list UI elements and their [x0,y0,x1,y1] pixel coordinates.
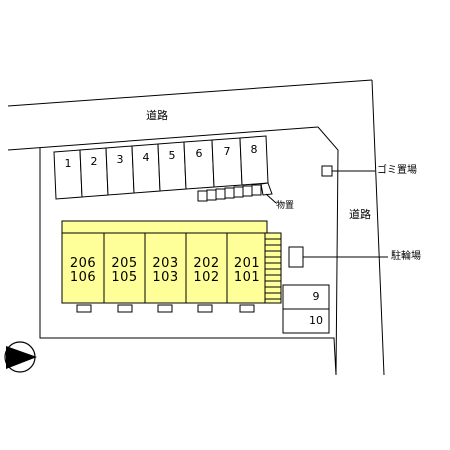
balcony [117,304,133,313]
storage-box [242,185,253,197]
parking-number: 5 [168,149,176,162]
balcony [76,304,92,313]
storage-label: 物置 [276,201,295,211]
storage-box [215,188,226,200]
road-right-label: 道路 [349,208,371,221]
storage-box [251,184,262,196]
parking-number: 2 [90,155,98,168]
parking-number: 8 [250,143,258,156]
garbage-label: ゴミ置場 [377,165,417,176]
unit-lower-number: 103 [152,269,179,285]
bicycle-area-box [288,246,304,268]
north-arrow-icon [4,341,37,373]
unit-upper-number: 203 [152,256,179,271]
side-parking-number: 10 [309,314,323,327]
unit-block [185,232,228,304]
unit-upper-number: 206 [69,256,97,271]
storage-box [224,187,235,199]
unit-lower-number: 101 [233,269,261,285]
unit-upper-number: 205 [111,256,138,271]
side-parking-number: 9 [312,290,320,303]
parking-number: 7 [223,145,231,158]
parking-area [53,135,269,200]
unit-label: 201 101 [227,257,267,284]
road-top-label: 道路 [146,109,168,122]
storage-box [197,190,208,202]
storage-row [197,182,273,202]
balcony [197,304,213,313]
parking-number: 6 [195,147,203,160]
storage-box [206,189,217,201]
unit-label: 203 103 [145,257,186,284]
unit-block [226,232,268,304]
storage-leader-line [265,193,277,204]
road-right-edge [371,79,385,376]
unit-upper-number: 202 [193,256,220,271]
bicycle-label: 駐輪場 [391,251,421,262]
unit-block [103,232,146,304]
side-parking-box [282,284,330,310]
building-corridor [61,220,268,234]
storage-box [260,182,273,196]
unit-lower-number: 105 [111,269,138,285]
parking-number: 3 [116,153,124,166]
unit-block [144,232,187,304]
unit-upper-number: 201 [233,256,261,271]
parking-number: 4 [142,151,150,164]
garbage-area-box [321,165,333,177]
side-parking-box [282,308,330,334]
parking-number: 1 [64,157,72,170]
road-top-lot-edge [7,126,319,151]
unit-label: 202 102 [186,257,227,284]
staircase [264,232,282,304]
storage-box [233,186,244,198]
unit-label: 205 105 [104,257,145,284]
building [61,220,282,313]
road-top-edge [7,79,373,107]
balcony [239,304,255,313]
lot-boundary [39,126,339,376]
unit-lower-number: 106 [69,269,97,285]
balcony [157,304,173,313]
unit-label: 206 106 [62,257,104,284]
unit-lower-number: 102 [193,269,220,285]
